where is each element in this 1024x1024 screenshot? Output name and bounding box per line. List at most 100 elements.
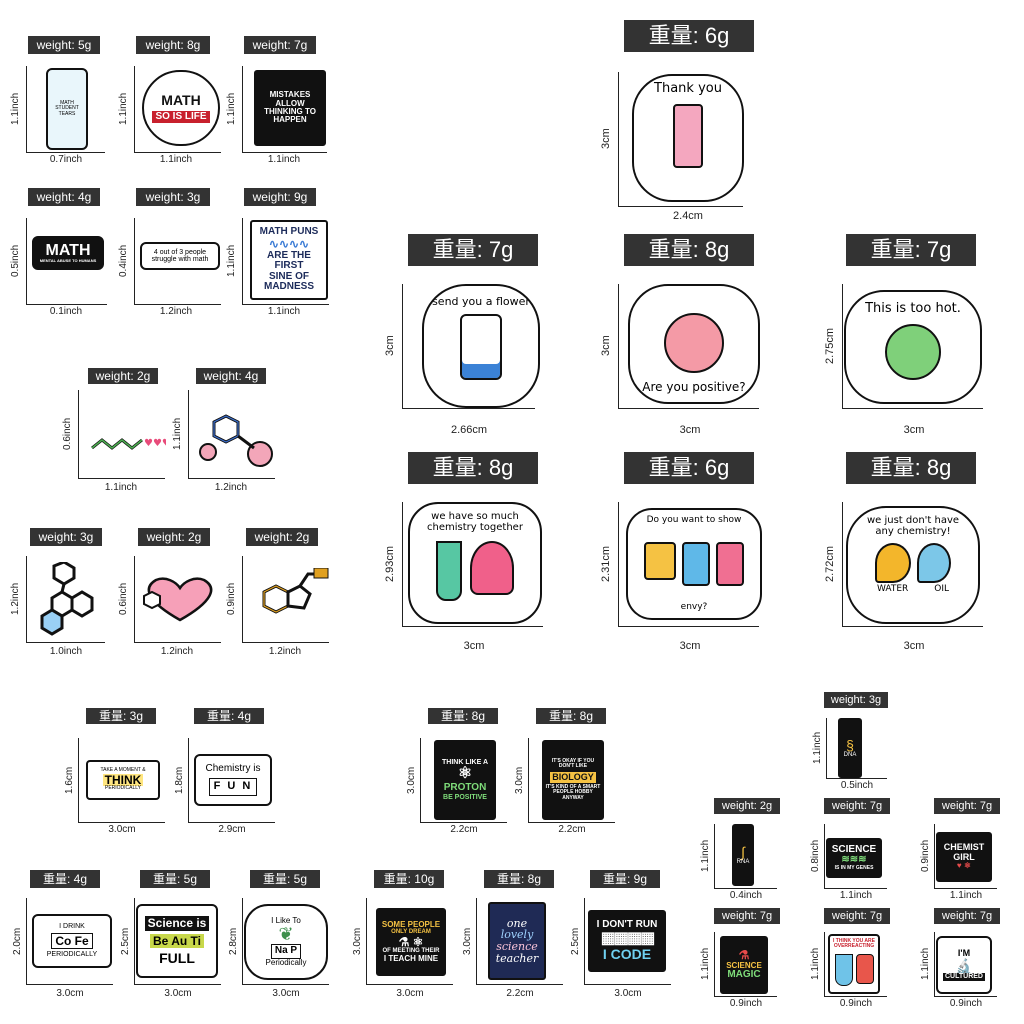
product-cell: 重量: 6g 3cm Thank you 2.4cm <box>600 20 760 230</box>
dimension-frame <box>584 898 671 985</box>
height-label: 2.0cm <box>12 927 23 955</box>
width-label: 3cm <box>903 424 925 436</box>
weight-label: weight: 7g <box>934 908 1000 924</box>
height-label: 2.8cm <box>228 927 239 955</box>
dimension-frame <box>242 556 329 643</box>
dimension-frame <box>188 738 275 823</box>
height-label: 0.9inch <box>920 839 931 873</box>
height-label: 3cm <box>600 335 612 357</box>
weight-label: weight: 7g <box>714 908 780 924</box>
width-label: 3cm <box>903 640 925 652</box>
width-label: 1.2inch <box>214 482 248 493</box>
width-label: 1.1inch <box>949 890 983 901</box>
height-label: 1.1inch <box>812 731 823 765</box>
dimension-frame <box>242 66 327 153</box>
weight-label: 重量: 3g <box>86 708 156 724</box>
width-label: 1.2inch <box>160 646 194 657</box>
weight-label: weight: 4g <box>28 188 100 206</box>
dimension-frame <box>476 898 563 985</box>
width-label: 0.9inch <box>839 998 873 1009</box>
height-label: 3.0cm <box>352 927 363 955</box>
weight-label: 重量: 8g <box>846 452 976 484</box>
width-label: 3.0cm <box>396 988 424 999</box>
height-label: 3.0cm <box>462 927 473 955</box>
test-tube-character <box>436 541 462 601</box>
pin-image: §DNA <box>838 718 862 778</box>
weight-label: weight: 8g <box>136 36 210 54</box>
dimension-frame <box>714 824 777 889</box>
milk-bottle-character <box>460 313 502 380</box>
width-label: 2.2cm <box>558 824 586 835</box>
height-label: 1.1inch <box>226 92 237 126</box>
height-label: 2.5cm <box>570 927 581 955</box>
height-label: 1.1inch <box>10 92 21 126</box>
pin-image: Do you want to show envy? <box>626 508 762 620</box>
height-label: 1.1inch <box>700 947 711 981</box>
weight-label: weight: 7g <box>934 798 1000 814</box>
weight-label: weight: 7g <box>244 36 316 54</box>
height-label: 1.1inch <box>118 92 129 126</box>
pin-image: ∫RNA <box>732 824 754 886</box>
pin-image: I'M🔬CULTURED <box>936 936 992 994</box>
dimension-frame <box>528 738 615 823</box>
product-cell: weight: 4g 1.1inch 1.2inch <box>172 368 288 498</box>
water-drop-character <box>917 543 951 583</box>
weight-label: weight: 3g <box>30 528 102 546</box>
weight-label: weight: 2g <box>714 798 780 814</box>
dimension-frame <box>402 502 543 627</box>
height-label: 1.1inch <box>810 947 821 981</box>
height-label: 0.9inch <box>226 582 237 616</box>
height-label: 1.1inch <box>920 947 931 981</box>
weight-label: weight: 7g <box>824 908 890 924</box>
height-label: 3cm <box>384 335 396 357</box>
weight-label: 重量: 6g <box>624 452 754 484</box>
width-label: 1.1inch <box>839 890 873 901</box>
width-label: 1.2inch <box>268 646 302 657</box>
weight-label: weight: 2g <box>138 528 210 546</box>
width-label: 1.1inch <box>267 154 301 165</box>
dimension-frame <box>26 898 113 985</box>
height-label: 1.1inch <box>700 839 711 873</box>
dimension-frame <box>134 556 221 643</box>
width-label: 0.1inch <box>49 306 83 317</box>
dimension-frame <box>402 284 535 409</box>
dimension-frame <box>26 556 105 643</box>
width-label: 3.0cm <box>108 824 136 835</box>
width-label: 3cm <box>679 640 701 652</box>
product-cell: weight: 2g 0.6inch 1.2inch <box>118 528 234 664</box>
molecule-heart-pin <box>143 577 213 622</box>
dimension-frame <box>26 66 105 153</box>
weight-label: 重量: 8g <box>484 870 554 888</box>
weight-label: weight: 3g <box>824 692 888 708</box>
weight-label: 重量: 4g <box>30 870 100 888</box>
width-label: 2.4cm <box>673 210 703 222</box>
dimension-frame <box>934 932 997 997</box>
weight-label: 重量: 9g <box>590 870 660 888</box>
dimension-frame <box>934 824 997 889</box>
product-cell: weight: 2g 0.9inch 1.2inch <box>226 528 342 664</box>
height-label: 2.93cm <box>384 545 396 583</box>
height-label: 1.6cm <box>64 766 75 794</box>
width-label: 1.2inch <box>159 306 193 317</box>
weight-label: weight: 7g <box>824 798 890 814</box>
height-label: 0.8inch <box>810 839 821 873</box>
weight-label: weight: 4g <box>196 368 266 384</box>
product-cell: 重量: 6g 2.31cm Do you want to show envy? … <box>600 452 770 662</box>
weight-label: 重量: 8g <box>536 708 606 724</box>
dimension-frame <box>242 218 329 305</box>
